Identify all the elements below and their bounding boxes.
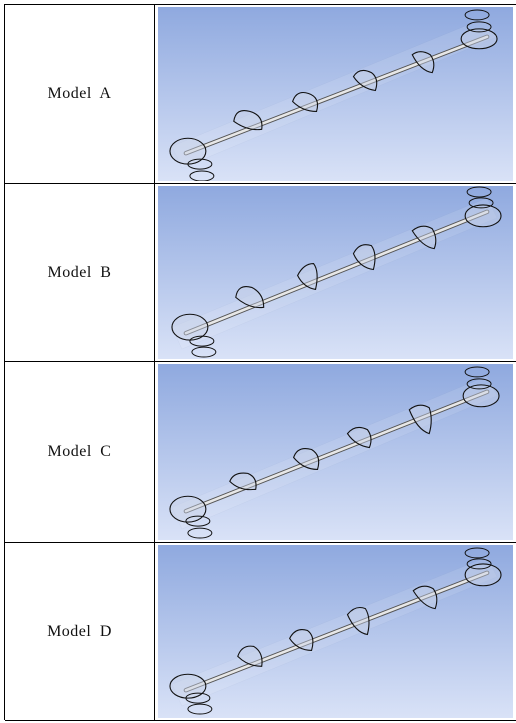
label-cell: Model B (5, 184, 155, 361)
agitator-render (158, 364, 513, 540)
agitator-model-image (158, 545, 513, 718)
agitator-model-image (158, 7, 513, 181)
agitator-render (158, 186, 513, 359)
model-label: Model C (47, 443, 112, 460)
label-cell: Model A (5, 5, 155, 183)
image-cell (155, 362, 516, 542)
image-cell (155, 5, 516, 183)
model-label: Model D (47, 622, 112, 640)
table-row: Model C (5, 362, 516, 543)
image-cell (155, 184, 516, 361)
table-row: Model B (5, 184, 516, 362)
agitator-model-image (158, 364, 513, 540)
image-cell (155, 543, 516, 720)
model-label: Model B (47, 263, 112, 281)
table-row: Model A (5, 5, 516, 184)
agitator-model-image (158, 186, 513, 359)
agitator-render (158, 545, 513, 718)
models-table: Model A (4, 4, 516, 721)
agitator-render (158, 7, 513, 181)
label-cell: Model C (5, 362, 155, 542)
model-label: Model A (47, 85, 112, 102)
label-cell: Model D (5, 543, 155, 720)
table-row: Model D (5, 543, 516, 721)
